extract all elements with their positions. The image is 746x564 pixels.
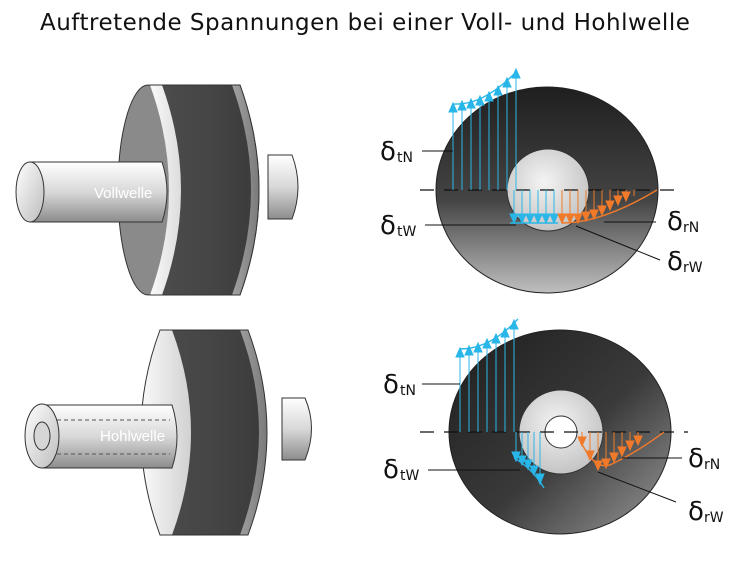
stress-tN-arrows xyxy=(455,318,519,432)
label-tW-bottom: δ tW xyxy=(383,455,419,485)
svg-text:tW: tW xyxy=(400,468,419,484)
stress-tW-arrows xyxy=(511,432,545,489)
label-rW-top: δ rW xyxy=(667,247,703,277)
svg-text:tN: tN xyxy=(397,150,413,166)
svg-text:δ: δ xyxy=(688,444,704,474)
svg-text:δ: δ xyxy=(383,455,399,485)
svg-text:rN: rN xyxy=(683,220,699,236)
hohlwelle-label: Hohlwelle xyxy=(100,428,165,445)
label-rN-bottom: δ rN xyxy=(688,444,720,474)
svg-text:δ: δ xyxy=(667,207,683,237)
label-tW-top: δ tW xyxy=(380,211,416,241)
label-rN-top: δ rN xyxy=(667,207,699,237)
svg-text:rN: rN xyxy=(704,457,720,473)
svg-text:rW: rW xyxy=(683,260,703,276)
vollwelle-stress-diagram: δ tN δ tW δ rN δ rW xyxy=(380,67,703,294)
label-tN-bottom: δ tN xyxy=(383,370,416,400)
label-rW-bottom: δ rW xyxy=(688,497,724,527)
leader-lines xyxy=(422,383,682,503)
diagram-title: Auftretende Spannungen bei einer Voll- u… xyxy=(40,10,691,36)
svg-text:tW: tW xyxy=(397,224,416,240)
svg-text:tN: tN xyxy=(400,383,416,399)
stress-tW-arrows xyxy=(509,190,559,225)
leader-lines xyxy=(422,150,661,261)
svg-text:δ: δ xyxy=(667,247,683,277)
stress-r-arrows xyxy=(557,189,658,225)
label-tN-top: δ tN xyxy=(380,137,413,167)
svg-text:δ: δ xyxy=(380,211,396,241)
stress-tN-arrows xyxy=(448,67,521,190)
vollwelle-model: Vollwelle xyxy=(15,84,299,296)
svg-text:rW: rW xyxy=(704,510,724,526)
vollwelle-label: Vollwelle xyxy=(94,185,152,202)
svg-text:δ: δ xyxy=(383,370,399,400)
hohlwelle-model: Hohlwelle xyxy=(24,329,312,536)
stress-r-arrows xyxy=(577,431,665,472)
svg-text:δ: δ xyxy=(688,497,704,527)
hohlwelle-stress-diagram: δ tN δ tW δ rN δ rW xyxy=(383,318,724,535)
svg-text:δ: δ xyxy=(380,137,396,167)
